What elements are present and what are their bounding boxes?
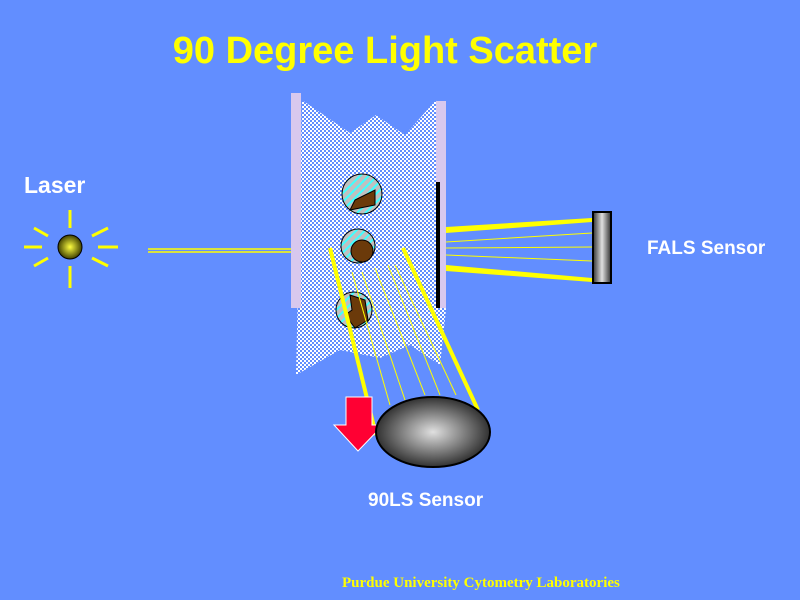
beam-blocker <box>436 182 440 308</box>
laser-source-icon <box>24 210 118 288</box>
cell-2-icon <box>340 228 376 264</box>
forward-scatter-rays <box>445 218 593 282</box>
red-arrow-icon <box>332 396 385 452</box>
cell-1-icon <box>341 173 383 215</box>
page-title: 90 Degree Light Scatter <box>172 30 598 72</box>
laser-label: Laser <box>24 172 86 198</box>
90ls-sensor-icon <box>375 396 491 468</box>
90ls-sensor-label: 90LS Sensor <box>368 490 484 511</box>
flow-cell-left-wall <box>291 93 301 308</box>
laser-beam <box>148 248 292 253</box>
flow-cell-right-wall <box>436 101 446 308</box>
fals-sensor-icon <box>592 211 612 284</box>
credit-footer: Purdue University Cytometry Laboratories <box>342 575 620 591</box>
fals-sensor-label: FALS Sensor <box>647 238 766 259</box>
